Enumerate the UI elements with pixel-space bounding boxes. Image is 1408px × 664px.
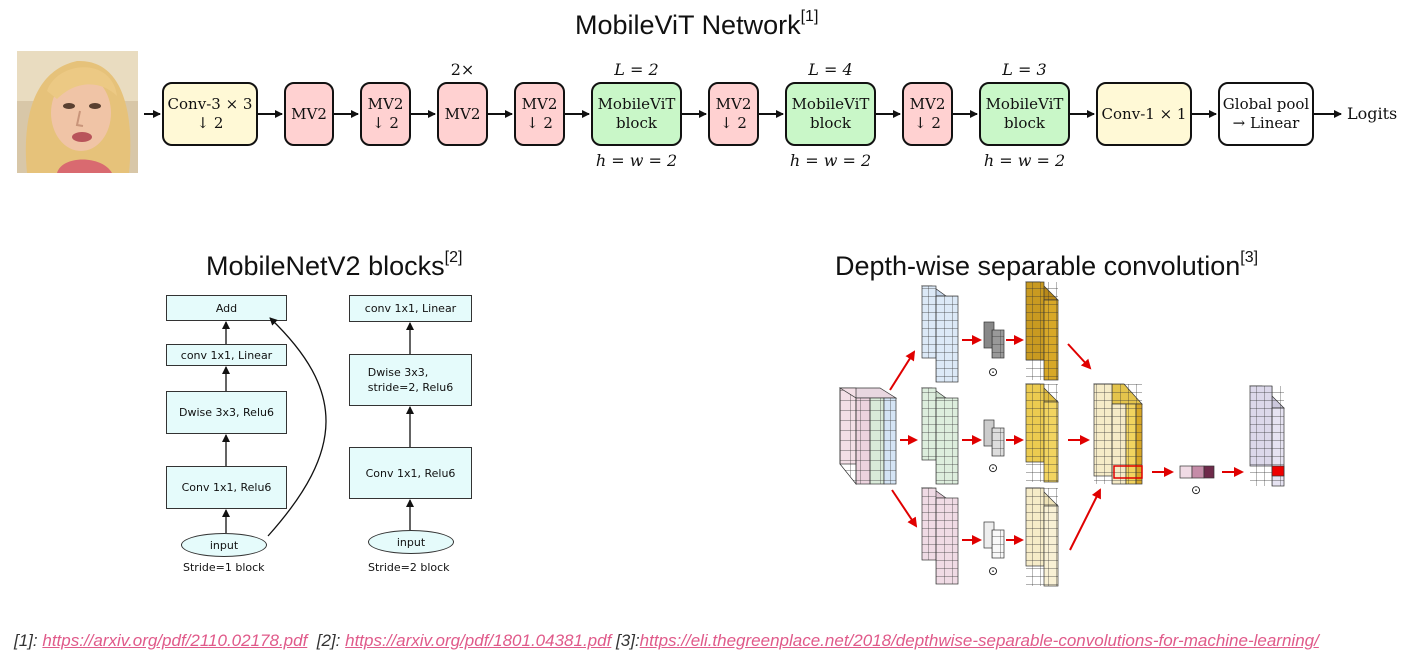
depthwise-title-text: Depth-wise separable convolution (835, 251, 1241, 281)
output-channel-light (1025, 487, 1059, 587)
ref3-label: [3]: (616, 631, 640, 650)
L-label-2: L = 4 (808, 60, 853, 79)
global-pool-linear-block: Global pool → Linear (1218, 82, 1314, 146)
mobilevit-title-text: MobileViT Network (575, 10, 801, 40)
add-box: Add (166, 295, 287, 321)
channel-slice-pink (920, 487, 959, 585)
stacked-intermediate (1093, 383, 1143, 485)
stride1-caption: Stride=1 block (183, 561, 265, 574)
conv1x1-relu6-box-left: Conv 1x1, Relu6 (166, 466, 287, 509)
odot-symbol-3: ⊙ (988, 564, 998, 578)
mobilevit-title-ref: [1] (800, 8, 819, 25)
mobilenetv2-title: MobileNetV2 blocks[2] (206, 249, 463, 282)
repeat-label: 2× (450, 60, 475, 79)
conv1x1-relu6-box-right: Conv 1x1, Relu6 (349, 447, 472, 499)
pointwise-kernel (1179, 465, 1215, 479)
channel-slice-blue (920, 285, 959, 383)
kernel-light (983, 521, 1005, 559)
mobilenetv2-title-text: MobileNetV2 blocks (206, 251, 445, 281)
mobilevit-block-3: MobileViT block (979, 82, 1070, 146)
mv2-block-2x: MV2 (437, 82, 488, 146)
depthwise-title: Depth-wise separable convolution[3] (835, 249, 1259, 282)
final-output-tensor (1249, 385, 1285, 487)
output-channel-dark (1025, 281, 1059, 381)
references-line: [1]: https://arxiv.org/pdf/2110.02178.pd… (14, 631, 1319, 651)
dwise-box-left: Dwise 3x3, Relu6 (166, 391, 287, 434)
mv2-down-block-1: MV2 ↓ 2 (360, 82, 411, 146)
mobilenetv2-title-ref: [2] (444, 249, 463, 266)
ref1-label: [1]: (14, 631, 43, 650)
input-face-image (17, 51, 138, 173)
mv2-down-block-3: MV2 ↓ 2 (708, 82, 759, 146)
conv3x3-block: Conv-3 × 3 ↓ 2 (162, 82, 258, 146)
mobilevit-block-1: MobileViT block (591, 82, 682, 146)
dwise-stride2-box: Dwise 3x3, stride=2, Relu6 (349, 354, 472, 406)
L-label-3: L = 3 (1002, 60, 1047, 79)
kernel-dark (983, 321, 1005, 359)
odot-symbol-4: ⊙ (1191, 483, 1201, 497)
odot-symbol-2: ⊙ (988, 461, 998, 475)
ref1-link[interactable]: https://arxiv.org/pdf/2110.02178.pdf (42, 631, 308, 650)
ref2-link[interactable]: https://arxiv.org/pdf/1801.04381.pdf (345, 631, 612, 650)
mobilevit-block-2: MobileViT block (785, 82, 876, 146)
conv1x1-block: Conv-1 × 1 (1096, 82, 1192, 146)
hw-label-2: h = w = 2 (789, 151, 872, 170)
logits-label: Logits (1347, 104, 1398, 123)
output-channel-mid (1025, 383, 1059, 483)
odot-symbol-1: ⊙ (988, 365, 998, 379)
kernel-mid (983, 419, 1005, 457)
hw-label-3: h = w = 2 (983, 151, 1066, 170)
ref2-label: [2]: (316, 631, 346, 650)
conv1x1-linear-box-right: conv 1x1, Linear (349, 295, 472, 322)
ref3-link[interactable]: https://eli.thegreenplace.net/2018/depth… (639, 631, 1319, 650)
channel-slice-green (920, 387, 959, 485)
L-label-1: L = 2 (614, 60, 659, 79)
conv1x1-linear-box-left: conv 1x1, Linear (166, 344, 287, 366)
mobilevit-title: MobileViT Network[1] (575, 8, 819, 41)
mv2-down-block-2: MV2 ↓ 2 (514, 82, 565, 146)
input-ellipse-left: input (181, 533, 267, 557)
depthwise-title-ref: [3] (1240, 249, 1259, 266)
input-tensor (838, 387, 898, 485)
stride2-caption: Stride=2 block (368, 561, 450, 574)
mv2-down-block-4: MV2 ↓ 2 (902, 82, 953, 146)
mv2-block-1: MV2 (284, 82, 334, 146)
input-ellipse-right: input (368, 530, 454, 554)
hw-label-1: h = w = 2 (595, 151, 678, 170)
